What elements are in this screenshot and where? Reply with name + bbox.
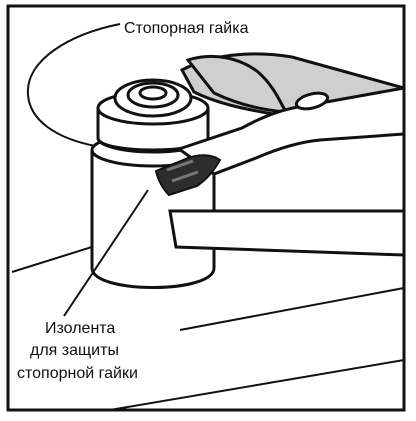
label-stop-nut: Стопорная гайка	[124, 20, 249, 37]
tool-lower-arm	[168, 209, 406, 257]
tape-highlight-2	[171, 170, 199, 183]
label-tape-line-3: стопорной гайки	[17, 365, 138, 382]
label-tape-line-1: Изолента	[45, 320, 115, 337]
leader-line-bottom	[63, 189, 149, 317]
tape-highlight	[166, 159, 194, 172]
surface-edge-right	[179, 287, 405, 331]
tool-upper-jaw	[185, 54, 289, 114]
fitting-inner-ring	[138, 85, 168, 101]
surface-edge-bottom	[109, 359, 405, 411]
leader-line-top	[26, 23, 121, 147]
label-tape-line-2: для защиты	[30, 342, 119, 359]
wrench-hole	[294, 91, 330, 111]
wrench-handle	[175, 86, 406, 176]
